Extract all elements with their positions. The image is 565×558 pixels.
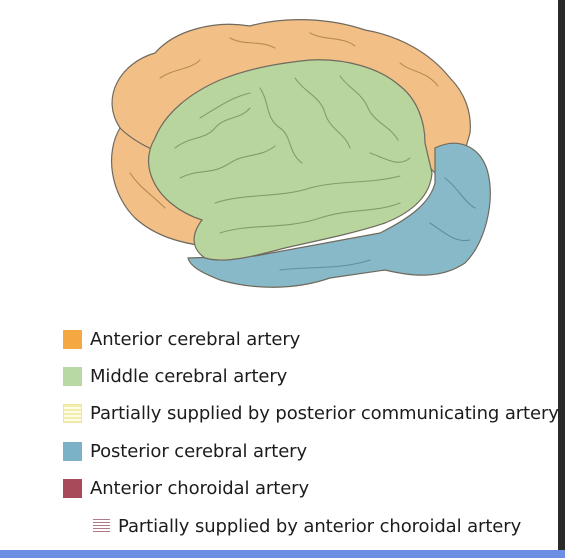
sulcus-line (199, 92, 251, 119)
middle-cerebral-territory (147, 59, 433, 261)
sulcus-line (129, 172, 166, 209)
legend-label: Anterior cerebral artery (90, 328, 301, 350)
bottom-bar (0, 550, 565, 558)
sulcus-line (294, 77, 351, 149)
brain-illustration (110, 19, 491, 288)
sulcus-line (279, 259, 371, 271)
legend-label: Partially supplied by anterior choroidal… (118, 515, 522, 537)
legend-label: Partially supplied by posterior communic… (90, 402, 559, 424)
legend-item-anterior-choroidal: Anterior choroidal artery (63, 476, 309, 500)
sulcus-line (159, 59, 201, 79)
legend-item-middle-cerebral: Middle cerebral artery (63, 364, 287, 388)
sulcus-line (179, 145, 276, 179)
sulcus-line (174, 107, 251, 149)
window-edge (558, 0, 565, 558)
legend-item-posterior-communicating: Partially supplied by posterior communic… (63, 401, 559, 425)
legend-label: Anterior choroidal artery (90, 477, 310, 499)
brain-diagram (80, 8, 500, 308)
sulcus-line (229, 37, 276, 49)
sulcus-line (309, 32, 356, 47)
legend-label: Middle cerebral artery (90, 365, 288, 387)
legend-label: Posterior cerebral artery (90, 440, 308, 462)
posterior-communicating-swatch (63, 403, 82, 423)
middle-cerebral-swatch (63, 366, 82, 386)
posterior-cerebral-swatch (63, 441, 82, 461)
sulcus-line (259, 87, 303, 164)
sulcus-line (214, 175, 401, 204)
anterior-cerebral-swatch (63, 329, 82, 349)
sulcus-line (444, 177, 476, 209)
sulcus-line (399, 62, 439, 87)
posterior-cerebral-territory (187, 142, 491, 288)
sulcus-line (429, 222, 471, 242)
anterior-choroidal-swatch (63, 478, 82, 498)
legend-item-posterior-cerebral: Posterior cerebral artery (63, 439, 307, 463)
sulcus-line (369, 152, 411, 163)
legend-item-anterior-cerebral: Anterior cerebral artery (63, 327, 300, 351)
sulcus-line (219, 202, 401, 234)
legend-item-partial-anterior-choroidal: Partially supplied by anterior choroidal… (93, 514, 521, 538)
partial-anterior-choroidal-swatch (93, 518, 110, 534)
sulcus-line (339, 75, 399, 141)
